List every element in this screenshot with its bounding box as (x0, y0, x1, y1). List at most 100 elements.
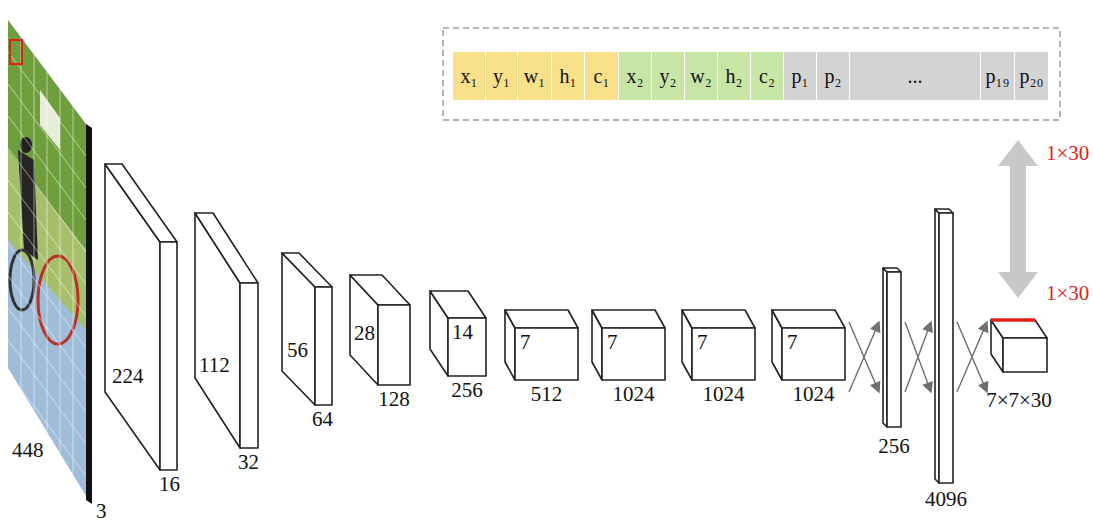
photo-wheel (10, 250, 34, 310)
block-face (692, 328, 755, 380)
channel-count-label: 64 (312, 409, 333, 430)
block-outline (105, 164, 177, 470)
conv-layer-block: 5664 (282, 253, 332, 405)
vector-highlight (991, 318, 1035, 322)
vector-field: p₁₉ (986, 66, 1010, 86)
block-face (378, 305, 410, 385)
block-face (939, 213, 953, 483)
block-face (160, 242, 177, 470)
channel-count-label: 32 (238, 452, 259, 473)
conv-layer-block: 71024 (682, 310, 755, 380)
unit-count-label: 4096 (925, 489, 967, 510)
channel-count-label: 16 (159, 474, 180, 495)
block-outline (772, 310, 845, 380)
vector-cell: p₁ (784, 52, 816, 100)
spatial-size-label: 28 (354, 323, 375, 344)
block-face (282, 253, 332, 287)
vector-field: w₁ (524, 66, 545, 86)
full-connection-arrow (849, 322, 880, 392)
block-face (240, 283, 258, 448)
fc-layer-bar: 256 (883, 268, 901, 427)
vector-cell: h₁ (552, 52, 584, 100)
vector-field: y₁ (493, 66, 510, 86)
block-face (592, 310, 665, 328)
unit-count-label: 256 (878, 436, 910, 457)
vector-cell: w₁ (518, 52, 551, 100)
input-size-label: 448 (12, 440, 44, 461)
vector-field: c₂ (759, 66, 775, 86)
photo-wheel (38, 256, 78, 344)
vector-cell: h₂ (718, 52, 750, 100)
vector-cell: w₂ (685, 52, 717, 100)
block-outline (282, 253, 332, 405)
conv-layer-block: 11232 (195, 213, 258, 448)
vector-field: h₁ (560, 66, 577, 86)
channel-count-label: 1024 (703, 384, 745, 405)
block-face (430, 291, 486, 318)
fc-layer-bar: 4096 (935, 209, 953, 483)
spatial-size-label: 7 (787, 332, 798, 353)
spatial-size-label: 224 (112, 366, 144, 387)
block-face (782, 328, 845, 380)
block-outline (883, 268, 901, 427)
vector-cell: p₁₉ (981, 52, 1014, 100)
spatial-size-label: 56 (287, 340, 308, 361)
vector-cell: x₁ (453, 52, 485, 100)
vector-cell: p₂₀ (1015, 52, 1048, 100)
vector-field: y₂ (660, 66, 677, 86)
vector-cell: ... (850, 52, 980, 100)
vector-field: ... (908, 66, 923, 86)
block-face (682, 310, 755, 328)
block-outline (505, 310, 578, 380)
block-face (991, 320, 1047, 338)
image-edge (86, 124, 92, 504)
conv-layer-block: 71024 (592, 310, 665, 380)
vector-cell: c₁ (585, 52, 618, 100)
block-face (772, 310, 845, 328)
input-image: 4483 (8, 20, 92, 504)
block-outline (682, 310, 755, 380)
full-connection-arrow (957, 322, 988, 392)
block-face (505, 310, 578, 328)
block-outline (935, 209, 953, 483)
block-face (195, 213, 258, 283)
conv-layer-block: 28128 (350, 275, 410, 385)
block-face (350, 275, 410, 305)
conv-layer-block: 7512 (505, 310, 578, 380)
vector-field: x₂ (627, 66, 644, 86)
block-outline (592, 310, 665, 380)
vector-field: p₂ (825, 66, 842, 86)
input-channel-label: 3 (96, 501, 107, 522)
vector-cell: c₂ (751, 52, 783, 100)
vector-field: h₂ (726, 66, 743, 86)
vector-size-label: 1×30 (1046, 283, 1089, 304)
block-face (602, 328, 665, 380)
conv-layer-block: 71024 (772, 310, 845, 380)
block-face (515, 328, 578, 380)
channel-count-label: 1024 (613, 384, 655, 405)
spatial-size-label: 7 (607, 332, 618, 353)
vector-size-label: 1×30 (1046, 143, 1089, 164)
channel-count-label: 128 (378, 389, 410, 410)
detection-box (10, 40, 22, 64)
vector-cell: y₂ (652, 52, 684, 100)
photo-ground (0, 0, 100, 530)
double-arrow (998, 140, 1038, 298)
input-photo (0, 0, 100, 530)
conv-layer-block: 22416 (105, 164, 177, 470)
block-outline (195, 213, 258, 448)
photo-grid (8, 0, 86, 530)
vector-field: c₁ (594, 66, 610, 86)
block-face (887, 272, 901, 427)
vector-cell: y₁ (486, 52, 517, 100)
vector-field: w₂ (690, 66, 711, 86)
channel-count-label: 512 (531, 384, 563, 405)
channel-count-label: 1024 (793, 384, 835, 405)
vector-cell: x₂ (619, 52, 651, 100)
output-tensor: 7×7×30 (991, 320, 1047, 372)
block-outline (991, 320, 1047, 372)
block-face (448, 318, 486, 376)
vector-field: x₁ (461, 66, 478, 86)
image-edge (8, 20, 92, 504)
